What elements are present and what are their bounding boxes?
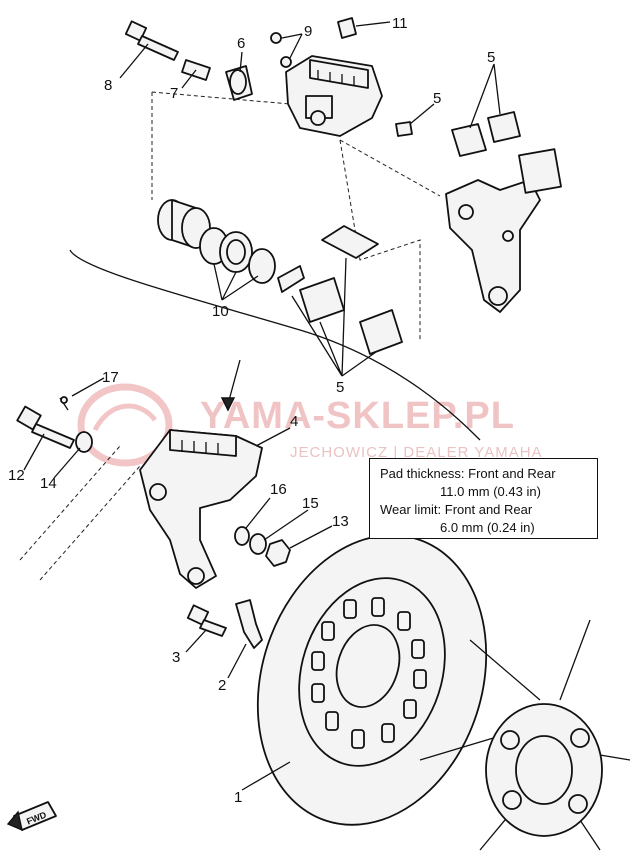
watermark-text: YAMA-SKLEP.PL: [200, 395, 515, 437]
projection-lines: [151, 91, 441, 340]
callout-8: 8: [104, 77, 112, 94]
callout-14: 14: [40, 475, 57, 492]
fwd-arrow-icon: FWD: [6, 801, 57, 832]
wheel-hub: [419, 619, 631, 851]
brake-disc-1: [256, 534, 488, 826]
axle-phantom-line: [19, 445, 141, 581]
pad-clips-upper: [451, 111, 521, 157]
callout-5-screw: 5: [433, 90, 441, 107]
spec-wear-limit-value: 6.0 mm (0.24 in): [440, 520, 535, 535]
washer-15: [249, 533, 267, 555]
callout-15: 15: [302, 495, 319, 512]
spec-pad-thickness-value: 11.0 mm (0.43 in): [440, 484, 541, 499]
bolt-3: [186, 604, 227, 637]
spec-pad-thickness-label: Pad thickness: Front and Rear: [380, 466, 556, 481]
callout-2: 2: [218, 677, 226, 694]
caliper-bracket-upper: [445, 148, 562, 313]
callout-16: 16: [270, 481, 287, 498]
callout-3: 3: [172, 649, 180, 666]
callout-10: 10: [212, 303, 229, 320]
nut-13: [265, 539, 291, 567]
upper-caliper-body: [285, 55, 383, 137]
disc-vent-holes: [311, 597, 427, 749]
watermark: YAMA-SKLEP.PL JECHOWICZ | DEALER YAMAHA: [77, 383, 543, 467]
cotter-pin-17: [59, 396, 69, 411]
washer-16: [234, 526, 250, 546]
bolt-8: [124, 20, 179, 61]
watermark-subtext: JECHOWICZ | DEALER YAMAHA: [290, 444, 543, 461]
brake-pads-5: [277, 225, 403, 355]
watermark-logo-icon: [77, 383, 173, 467]
spec-wear-limit-label: Wear limit: Front and Rear: [380, 502, 533, 517]
caliper-assembly-4: [139, 429, 263, 589]
pad-spec-box: Pad thickness: Front and Rear 11.0 mm (0…: [369, 458, 598, 539]
callout-7: 7: [170, 85, 178, 102]
bleed-screw-9: [270, 32, 292, 68]
screw-5-upper: [395, 121, 413, 137]
callout-17: 17: [102, 369, 119, 386]
boot-6: [225, 65, 253, 101]
callout-9: 9: [304, 23, 312, 40]
callout-1: 1: [234, 789, 242, 806]
piston-seal-set-10: [157, 199, 276, 284]
assembly-bracket-line: [69, 249, 481, 441]
assembly-arrow-head-icon: [220, 397, 236, 412]
callout-12: 12: [8, 467, 25, 484]
callout-5-pads: 5: [336, 379, 344, 396]
callout-11: 11: [392, 15, 408, 32]
callout-6: 6: [237, 35, 245, 52]
callout-4: 4: [290, 413, 298, 430]
lock-plate-2: [235, 599, 263, 649]
callout-13: 13: [332, 513, 349, 530]
callout-labels: 8 7 6 9 11 5 5 10 5 4 17 12 14 16 15 13 …: [8, 15, 495, 806]
cap-11: [337, 17, 357, 39]
callout-5-clips: 5: [487, 49, 495, 66]
bolt-12: [16, 405, 75, 449]
assembly-arrow-line: [227, 359, 241, 405]
callout-leaders: [23, 21, 501, 791]
washer-14: [75, 431, 93, 453]
